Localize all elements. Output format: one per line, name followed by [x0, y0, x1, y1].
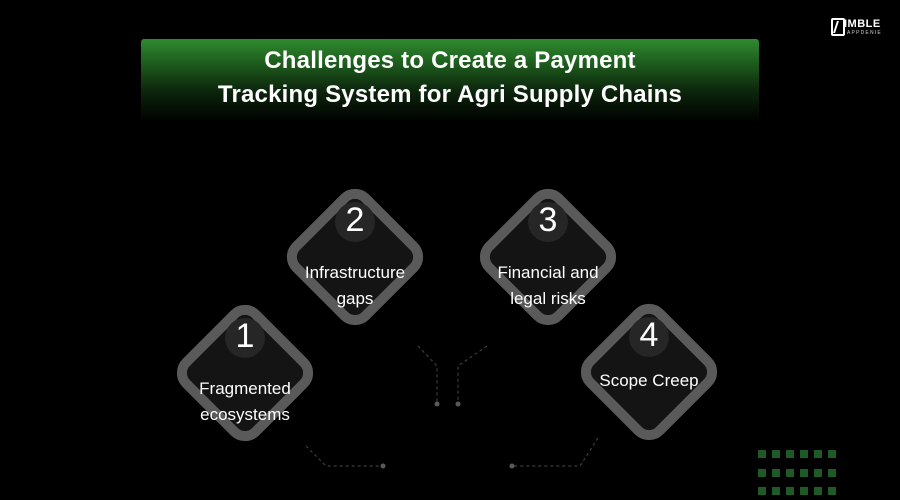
- title-line-2: Tracking System for Agri Supply Chains: [217, 81, 683, 108]
- connector-right: [512, 437, 599, 467]
- step-number: 3: [538, 201, 558, 239]
- grid-dot: [828, 468, 836, 477]
- step-label-line-1: Fragmented: [199, 379, 291, 398]
- grid-dot: [772, 450, 780, 458]
- logo-n-icon: [831, 18, 845, 36]
- connector-center-right: [457, 345, 488, 403]
- step-number: 2: [345, 201, 365, 239]
- step-label-line-1: Infrastructure: [304, 263, 406, 282]
- grid-dot: [758, 487, 766, 496]
- grid-dot: [814, 487, 822, 496]
- grid-dot: [800, 487, 808, 496]
- logo-wordmark: IMBLE: [844, 18, 881, 30]
- grid-dot: [786, 450, 794, 458]
- number-badge: [335, 202, 375, 242]
- grid-dot: [758, 450, 766, 458]
- step-number: 4: [639, 316, 659, 354]
- grid-dot: [800, 468, 808, 477]
- step-label: Financial and legal risks: [488, 260, 608, 312]
- title-line-1: Challenges to Create a Payment: [264, 47, 636, 74]
- grid-dot: [814, 468, 822, 477]
- grid-dot: [814, 450, 822, 458]
- page-title: Challenges to Create a Payment Tracking …: [141, 44, 759, 112]
- connector-dot: [434, 401, 440, 407]
- grid-dot: [772, 487, 780, 496]
- step-label: Fragmented ecosystems: [185, 376, 305, 428]
- step-number: 1: [235, 317, 255, 355]
- step-card-3: 3 Financial and legal risks: [471, 180, 625, 334]
- grid-dot: [828, 450, 836, 458]
- connector-left: [305, 445, 383, 467]
- step-label-line-1: Scope Creep: [599, 371, 699, 390]
- logo-subtext: APPDENIE: [847, 30, 882, 36]
- grid-dot: [772, 468, 780, 477]
- title-banner: [141, 39, 759, 122]
- number-badge: [528, 202, 568, 242]
- step-label-line-2: gaps: [336, 289, 374, 308]
- grid-dot: [786, 468, 794, 477]
- grid-dot: [758, 468, 766, 477]
- decorative-dot-grid: [758, 450, 848, 500]
- grid-dot: [800, 450, 808, 458]
- number-badge: [225, 318, 265, 358]
- step-card-1: 1 Fragmented ecosystems: [168, 296, 322, 450]
- step-card-4: 4 Scope Creep: [572, 295, 726, 449]
- step-label-line-1: Financial and: [497, 263, 599, 282]
- connector-dot: [380, 463, 386, 469]
- step-label-line-2: legal risks: [510, 289, 586, 308]
- grid-dot: [786, 487, 794, 496]
- step-label: Infrastructure gaps: [295, 260, 415, 312]
- step-card-2: 2 Infrastructure gaps: [278, 180, 432, 334]
- grid-dot: [828, 487, 836, 496]
- step-label: Scope Creep: [589, 368, 709, 394]
- connector-dot: [455, 401, 461, 407]
- number-badge: [629, 317, 669, 357]
- connector-center-left: [417, 345, 438, 403]
- step-label-line-2: ecosystems: [200, 405, 290, 424]
- brand-logo: IMBLE APPDENIE: [831, 18, 881, 40]
- connector-dot: [509, 463, 515, 469]
